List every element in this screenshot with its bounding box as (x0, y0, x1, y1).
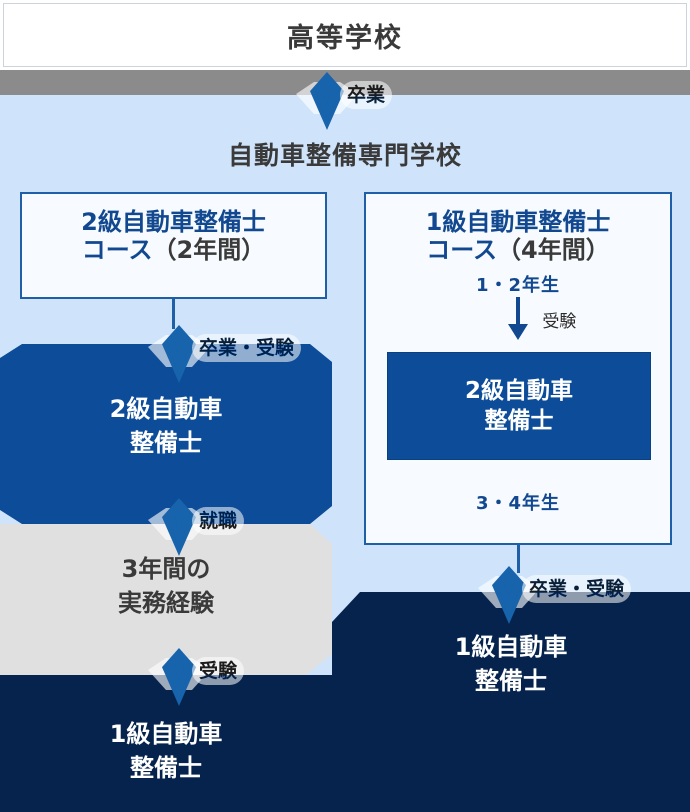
course-box-grade1[interactable]: 1級自動車整備士 コース（4年間） 1・2年生 受験 2級自動車 整備士 3・4… (364, 192, 672, 545)
outcome-grade2-line2: 整備士 (130, 429, 202, 458)
transition-label: 受験 (192, 657, 245, 686)
transition-graduation-exam-left: 卒業・受験 (148, 325, 302, 383)
outcome-slab-experience: 3年間の 実務経験 (0, 524, 332, 675)
transition-graduation-exam-right: 卒業・受験 (478, 566, 632, 624)
outcome-grade1-left-line2: 整備士 (130, 754, 202, 783)
high-school-title: 高等学校 (287, 22, 403, 54)
course-grade1-duration: （4年間） (497, 236, 610, 265)
high-school-box: 高等学校 (3, 3, 687, 67)
transition-label: 就職 (192, 507, 245, 536)
outcome-grade1-left-line1: 1級自動車 (109, 720, 223, 748)
grade-label-lower: 3・4年生 (475, 493, 561, 514)
transition-exam-left: 受験 (148, 648, 270, 706)
outcome-grade2-text: 2級自動車 整備士 (0, 392, 332, 460)
inner-cert-line1: 2級自動車 (464, 377, 573, 404)
grade-label-upper: 1・2年生 (475, 274, 561, 296)
outcome-slab-grade2-cert: 2級自動車 整備士 (0, 344, 332, 524)
transition-label: 卒業・受験 (192, 334, 302, 363)
connector-stem-left-course (172, 299, 175, 329)
course-grade2-duration: （2年間） (152, 236, 266, 265)
transition-graduation-to-school: 卒業 (296, 72, 418, 130)
outcome-slab-grade1-cert-left: 1級自動車 整備士 (0, 675, 332, 812)
outcome-grade1-right-line1: 1級自動車 (454, 633, 568, 661)
transition-employment: 就職 (148, 498, 270, 556)
arrow-down-icon (508, 296, 528, 340)
course-grade2-line1: 2級自動車整備士 (81, 208, 266, 236)
inner-cert-line2: 整備士 (484, 408, 554, 434)
outcome-experience-line2: 実務経験 (118, 589, 214, 618)
course-grade1-line2: コース（4年間） (366, 236, 670, 264)
course-box-grade2[interactable]: 2級自動車整備士 コース（2年間） (20, 192, 327, 299)
outcome-experience-line1: 3年間の (121, 555, 211, 583)
outcome-experience-text: 3年間の 実務経験 (0, 552, 332, 620)
course-grade2-line2: コース（2年間） (22, 236, 325, 264)
outcome-grade1-left-text: 1級自動車 整備士 (0, 717, 332, 785)
outcome-grade2-line1: 2級自動車 (109, 395, 223, 423)
course-grade1-course-word: コース (426, 236, 498, 265)
inner-cert-grade2: 2級自動車 整備士 (387, 352, 651, 460)
inner-arrow-label: 受験 (542, 311, 577, 332)
outcome-slab-grade1-cert-right: 1級自動車 整備士 (332, 592, 690, 812)
outcome-grade1-right-line2: 整備士 (475, 667, 547, 696)
vocational-school-title: 自動車整備専門学校 (227, 141, 462, 170)
connector-stem-right-course (517, 545, 520, 573)
inner-arrow-group: 受験 (366, 296, 670, 341)
outcome-grade1-right-text: 1級自動車 整備士 (332, 630, 690, 698)
course-grade1-line1: 1級自動車整備士 (425, 208, 611, 236)
transition-label: 卒業・受験 (522, 575, 632, 604)
course-grade2-course-word: コース (81, 236, 153, 265)
transition-label: 卒業 (340, 81, 393, 110)
